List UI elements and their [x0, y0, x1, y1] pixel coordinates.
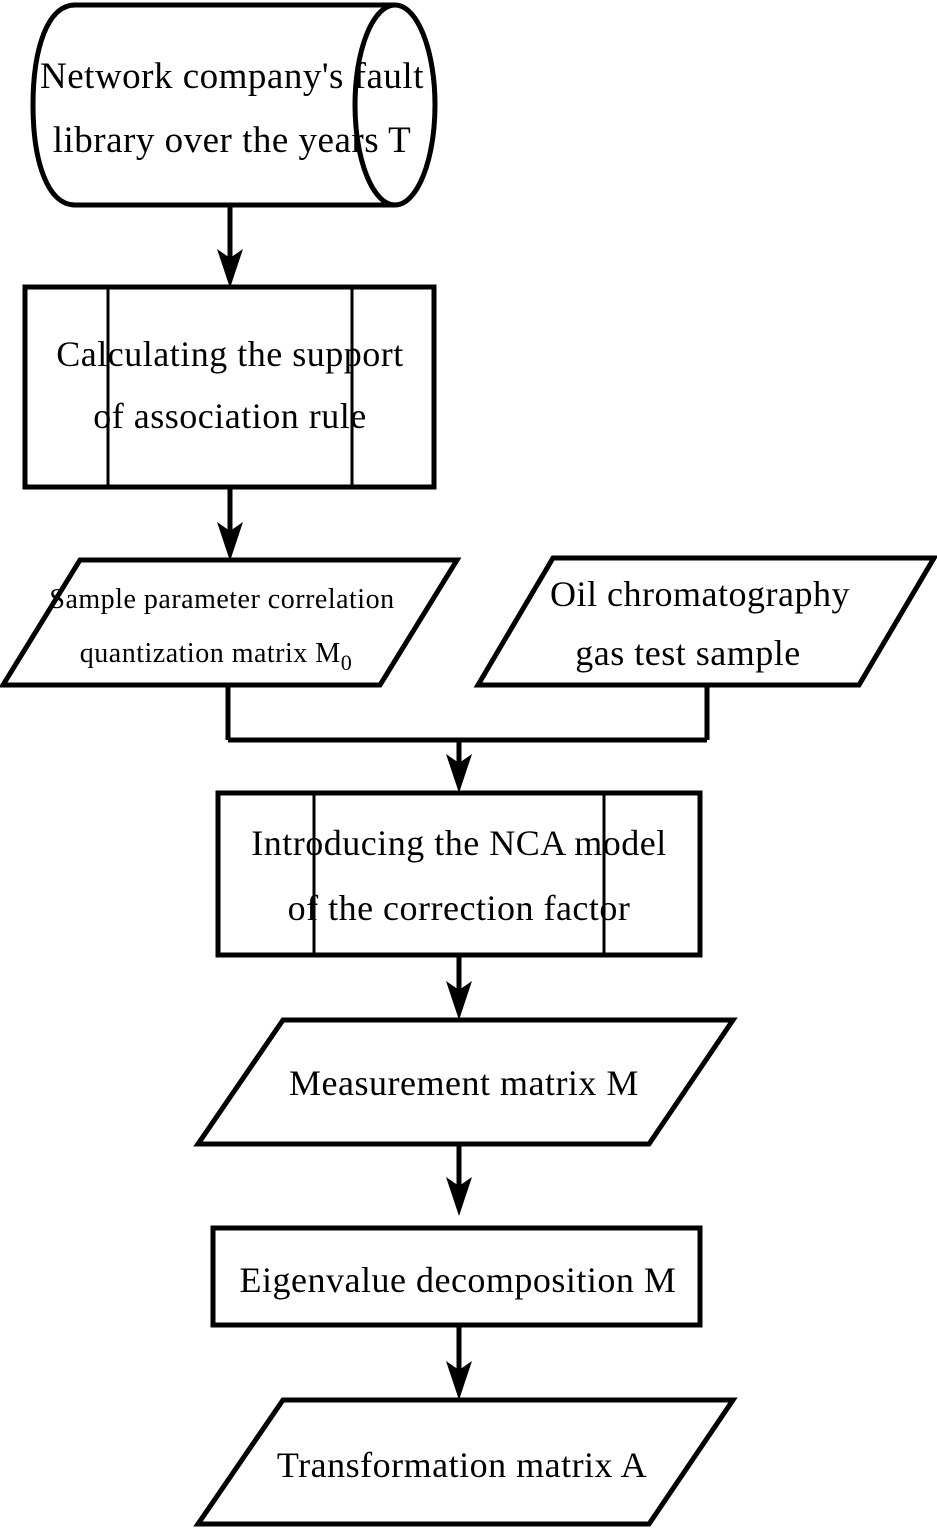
connector-merge-to-nca-model	[446, 740, 472, 793]
gas-sample-line2: gas test sample	[575, 633, 800, 673]
quant-matrix-line2-subscript: 0	[341, 650, 353, 675]
transformation-matrix-label: Transformation matrix A	[277, 1445, 647, 1485]
node-gas-sample[interactable]: Oil chromatography gas test sample	[473, 555, 937, 688]
connector-eigen-to-transformation	[446, 1325, 472, 1400]
support-calc-line1: Calculating the support	[56, 334, 403, 374]
eigen-decomp-label: Eigenvalue decomposition M	[240, 1260, 677, 1300]
measurement-matrix-label: Measurement matrix M	[289, 1063, 639, 1103]
connector-measurement-to-eigen	[446, 1144, 472, 1216]
connector-support-to-quant-matrix	[217, 487, 243, 561]
nca-model-line1: Introducing the NCA model	[251, 823, 666, 863]
support-calc-line2: of association rule	[93, 396, 366, 436]
node-nca-model[interactable]: Introducing the NCA model of the correct…	[215, 790, 703, 958]
quant-matrix-line2: quantization matrix M0	[80, 638, 352, 675]
node-fault-library[interactable]: Network company's fault library over the…	[30, 2, 438, 208]
node-transformation-matrix[interactable]: Transformation matrix A	[193, 1397, 738, 1527]
gas-sample-line1: Oil chromatography	[550, 574, 850, 614]
quant-matrix-line2-text: quantization matrix M	[80, 638, 341, 669]
fault-library-line1: Network company's fault	[40, 56, 424, 97]
node-eigen-decomp[interactable]: Eigenvalue decomposition M	[210, 1225, 703, 1328]
quant-matrix-line1: Sample parameter correlation	[49, 584, 394, 615]
node-support-calc[interactable]: Calculating the support of association r…	[22, 284, 437, 490]
connector-fault-library-to-support	[217, 205, 243, 288]
node-quant-matrix[interactable]: Sample parameter correlation quantizatio…	[0, 557, 462, 688]
node-measurement-matrix[interactable]: Measurement matrix M	[193, 1017, 738, 1147]
nca-model-line2: of the correction factor	[288, 888, 631, 928]
fault-library-line2: library over the years T	[53, 120, 412, 161]
connector-nca-model-to-measurement	[446, 955, 472, 1020]
